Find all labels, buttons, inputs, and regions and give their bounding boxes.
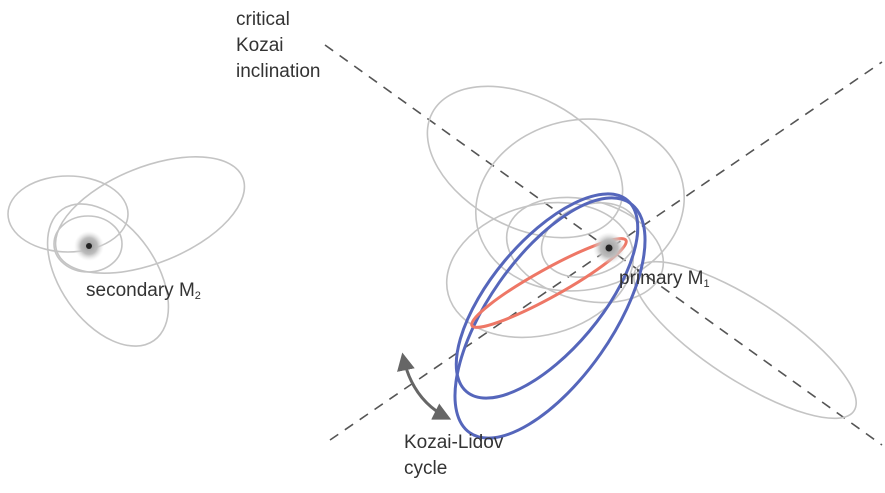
critical-label-line: inclination (236, 61, 321, 82)
gray-orbit (53, 215, 123, 273)
primary-body-dot (605, 244, 613, 252)
gray-orbit (46, 203, 170, 347)
gray-orbit (426, 85, 624, 239)
critical-kozai-label: critical Kozai inclination (236, 7, 321, 85)
primary-label-subscript: 1 (703, 278, 710, 290)
secondary-label-subscript: 2 (194, 290, 201, 302)
gray-orbit (445, 201, 635, 339)
cycle-label-line: cycle (404, 458, 448, 479)
gray-orbit (7, 175, 129, 253)
blue-orbit-outer (453, 196, 647, 440)
gray-orbit (505, 196, 665, 304)
secondary-body-dot (86, 243, 92, 249)
blue-orbit-inner (454, 192, 640, 400)
gray-orbit (633, 260, 857, 420)
gray-orbit (474, 118, 686, 292)
primary-gray-orbits (426, 85, 857, 420)
blue-orbits (453, 192, 647, 440)
secondary-label: secondary M2 (86, 278, 201, 304)
primary-label-text: primary M (619, 268, 704, 289)
critical-label-line: critical (236, 9, 290, 30)
secondary-label-text: secondary M (86, 280, 195, 301)
red-eccentric-orbit (470, 237, 628, 329)
gray-orbit (54, 156, 246, 274)
cycle-label-line: Kozai-Lidov (404, 432, 504, 453)
secondary-gray-orbits (7, 156, 246, 347)
primary-label: primary M1 (619, 266, 710, 292)
kozai-lidov-cycle-label: Kozai-Lidov cycle (404, 430, 503, 482)
critical-label-line: Kozai (236, 35, 284, 56)
cycle-arrow (397, 352, 452, 420)
